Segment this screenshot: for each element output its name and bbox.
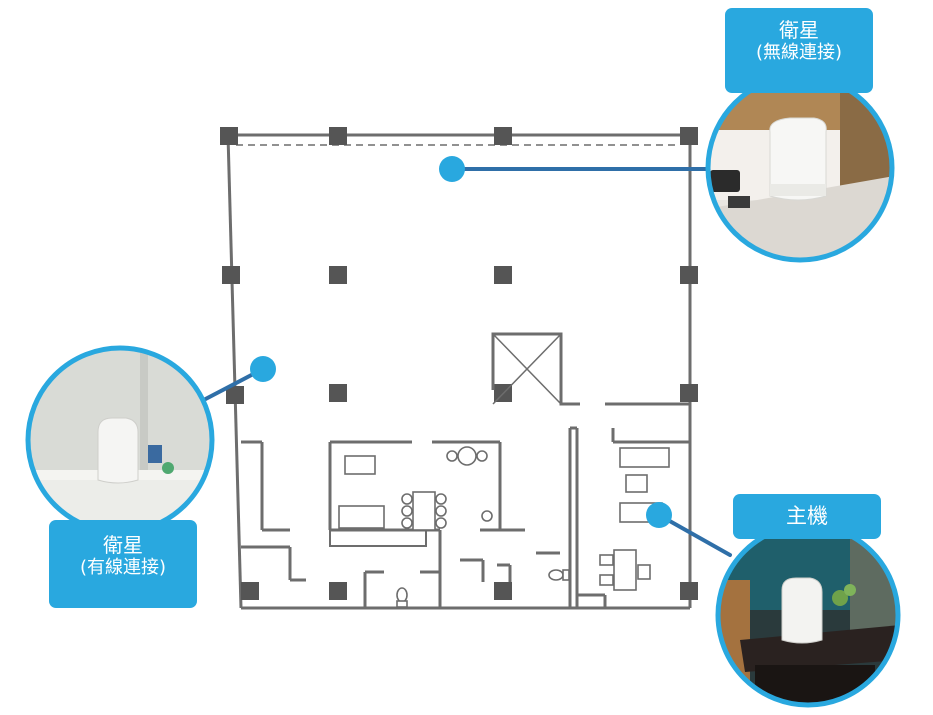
satellite-wireless-label: 衛星 (無線連接) xyxy=(725,8,873,93)
satellite-wired-title: 衛星 xyxy=(103,533,143,557)
main-router-title: 主機 xyxy=(786,504,828,528)
satellite-wired-label: 衛星 (有線連接) xyxy=(49,520,197,608)
structural-columns xyxy=(220,127,698,600)
main-router-photo xyxy=(715,522,901,708)
connector-lines xyxy=(194,167,732,557)
satellite-wired-marker xyxy=(250,356,276,382)
satellite-wired-subtitle: (有線連接) xyxy=(79,557,167,579)
furniture xyxy=(338,446,670,608)
satellite-wireless-subtitle: (無線連接) xyxy=(755,42,843,64)
interior-walls xyxy=(241,402,690,608)
satellite-wireless-title: 衛星 xyxy=(779,18,819,42)
satellite-wireless-photo xyxy=(705,73,895,263)
main-router-marker xyxy=(646,502,672,528)
satellite-wireless-marker xyxy=(439,156,465,182)
outer-walls xyxy=(226,133,692,610)
main-router-label: 主機 xyxy=(733,494,881,539)
satellite-wired-photo xyxy=(25,345,215,535)
elevator-shaft xyxy=(491,332,580,406)
